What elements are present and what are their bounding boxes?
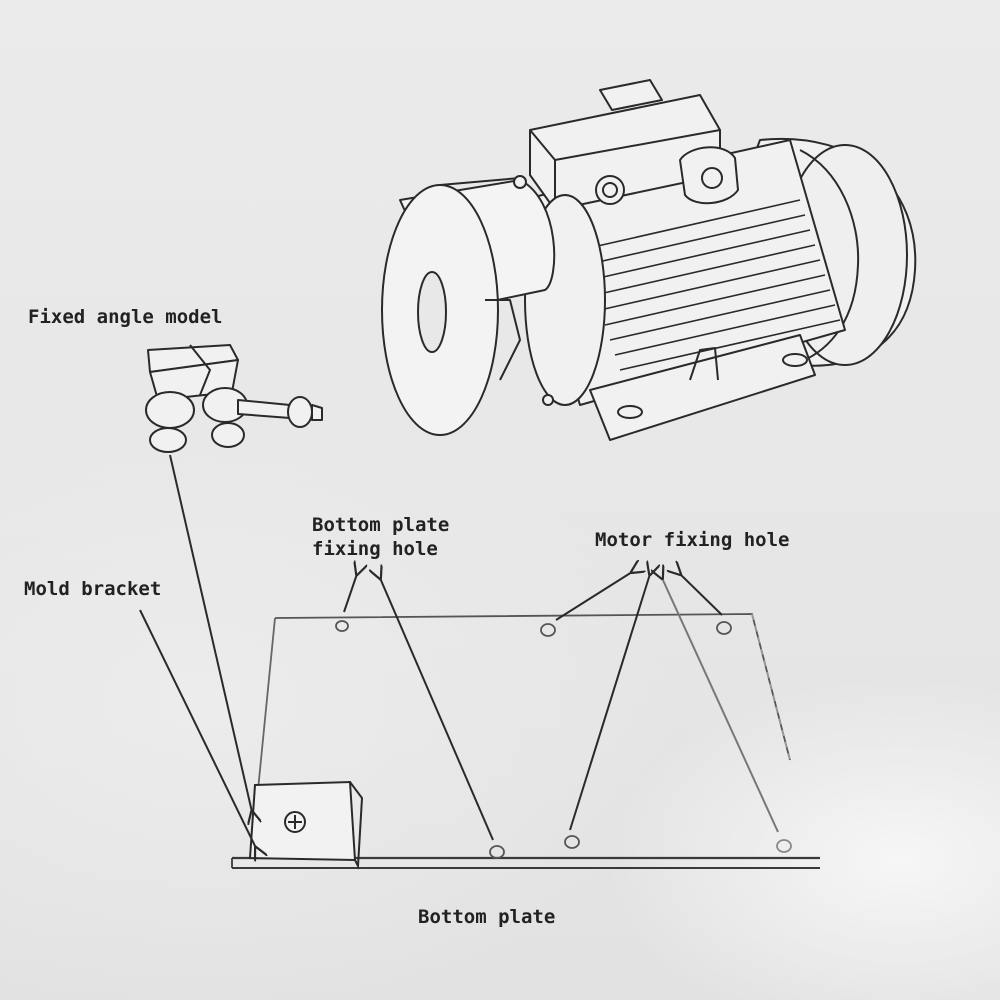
leader-lines [139,454,779,848]
bottom-plate-fixing-hole-label: Bottom plate fixing hole [312,513,449,561]
fixed-angle-model-label: Fixed angle model [28,306,223,328]
mold-bracket-label: Mold bracket [24,578,162,600]
bottom-plate-label: Bottom plate [418,906,556,928]
motor-fixing-hole-label: Motor fixing hole [595,529,790,551]
bottom-plate-fixing-hole-line2: fixing hole [312,538,438,560]
clamp-icon [145,344,323,453]
bottom-plate-fixing-hole-line1: Bottom plate [312,514,450,536]
bracket-icon [248,780,364,870]
motor-icon [381,79,917,441]
